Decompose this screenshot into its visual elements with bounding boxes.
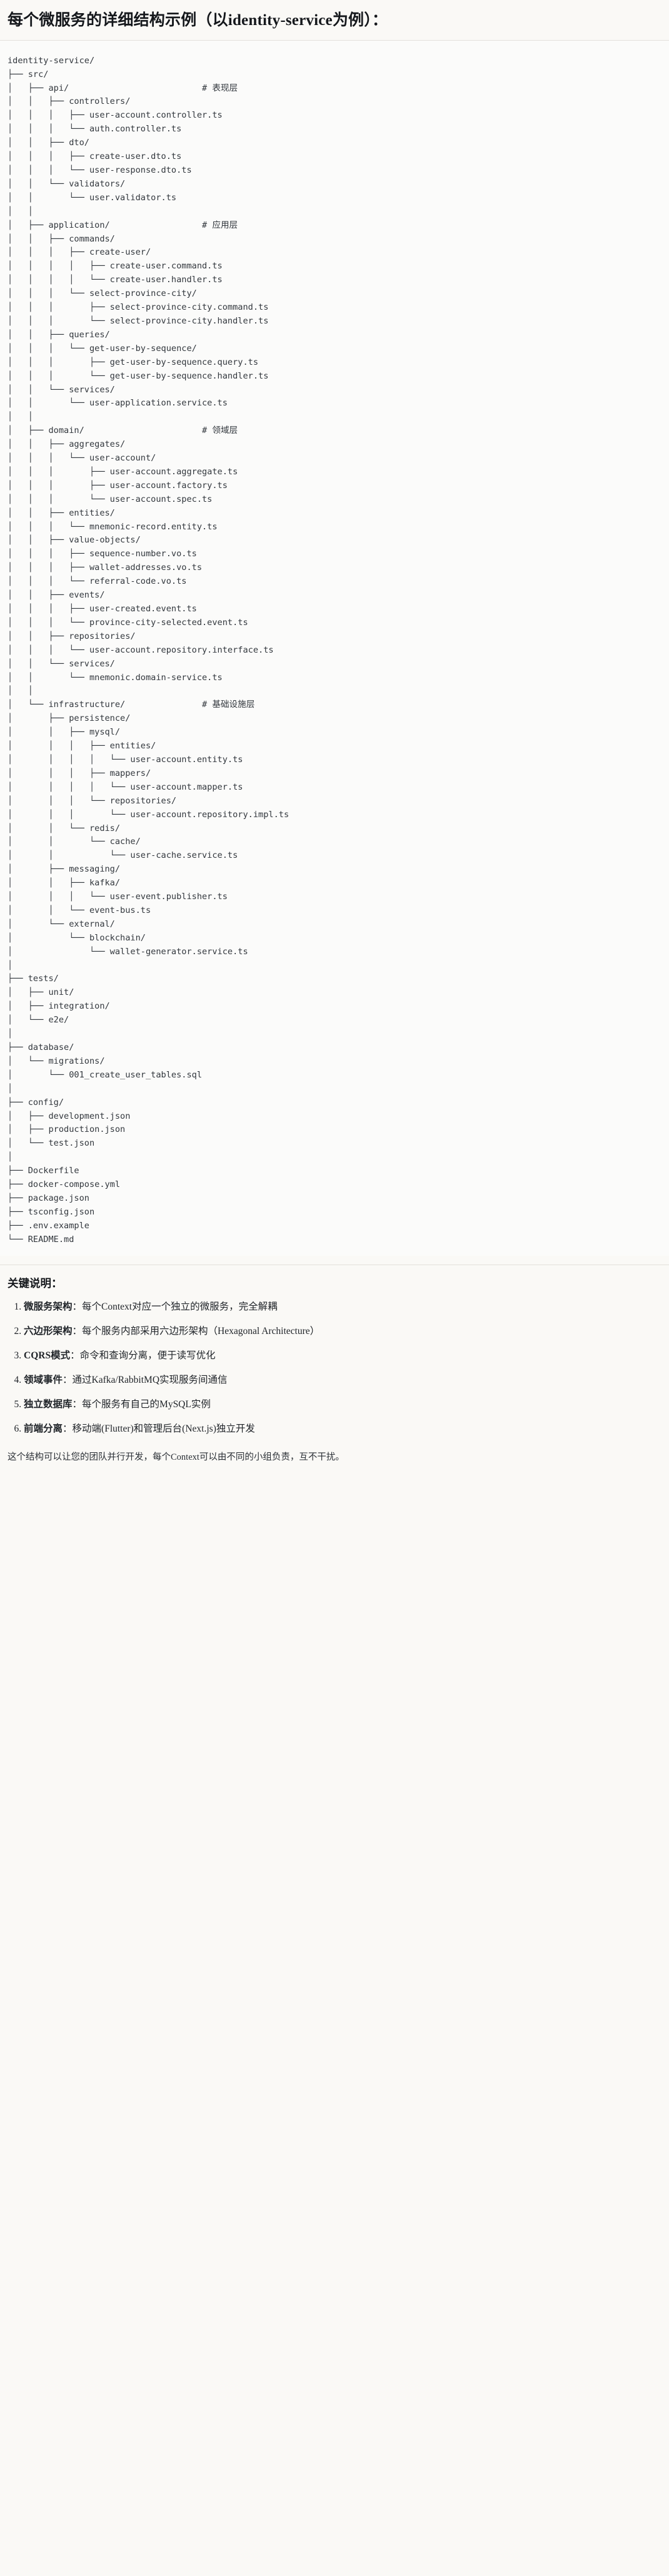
closing-paragraph: 这个结构可以让您的团队并行开发，每个Context可以由不同的小组负责，互不干扰… [8, 1452, 345, 1462]
directory-tree-block: identity-service/ ├── src/ │ ├── api/ # … [0, 40, 669, 1256]
note-text: 每个Context对应一个独立的微服务，完全解耦 [82, 1301, 278, 1312]
list-item: CQRS模式：命令和查询分离，便于读写优化 [24, 1348, 661, 1363]
key-notes-section: 关键说明： 微服务架构：每个Context对应一个独立的微服务，完全解耦 六边形… [0, 1265, 669, 1442]
key-notes-list: 微服务架构：每个Context对应一个独立的微服务，完全解耦 六边形架构：每个服… [8, 1300, 661, 1437]
note-term: 领域事件 [24, 1374, 63, 1385]
note-term: 前端分离 [24, 1423, 63, 1434]
list-item: 领域事件：通过Kafka/RabbitMQ实现服务间通信 [24, 1373, 661, 1388]
page-title: 每个微服务的详细结构示例（以identity-service为例）： [0, 0, 669, 41]
note-separator: ： [63, 1374, 73, 1385]
note-text: 命令和查询分离，便于读写优化 [79, 1350, 216, 1361]
list-item: 独立数据库：每个服务有自己的MySQL实例 [24, 1397, 661, 1412]
note-text: 移动端(Flutter)和管理后台(Next.js)独立开发 [72, 1423, 255, 1434]
directory-tree: identity-service/ ├── src/ │ ├── api/ # … [8, 55, 289, 1245]
key-notes-heading: 关键说明： [8, 1276, 63, 1290]
list-item: 六边形架构：每个服务内部采用六边形架构（Hexagonal Architectu… [24, 1324, 661, 1339]
note-text: 每个服务内部采用六边形架构（Hexagonal Architecture） [82, 1325, 320, 1336]
note-term: 六边形架构 [24, 1325, 73, 1336]
document-page: 每个微服务的详细结构示例（以identity-service为例）： ident… [0, 0, 669, 1476]
note-term: 微服务架构 [24, 1301, 73, 1312]
note-separator: ： [70, 1350, 80, 1361]
note-text: 通过Kafka/RabbitMQ实现服务间通信 [72, 1374, 228, 1385]
note-separator: ： [72, 1301, 83, 1312]
note-text: 每个服务有自己的MySQL实例 [82, 1398, 211, 1410]
note-separator: ： [72, 1325, 83, 1336]
note-separator: ： [63, 1423, 73, 1434]
note-term: CQRS模式 [24, 1350, 71, 1361]
note-separator: ： [72, 1398, 83, 1410]
note-term: 独立数据库 [24, 1398, 73, 1410]
list-item: 微服务架构：每个Context对应一个独立的微服务，完全解耦 [24, 1300, 661, 1315]
list-item: 前端分离：移动端(Flutter)和管理后台(Next.js)独立开发 [24, 1422, 661, 1437]
